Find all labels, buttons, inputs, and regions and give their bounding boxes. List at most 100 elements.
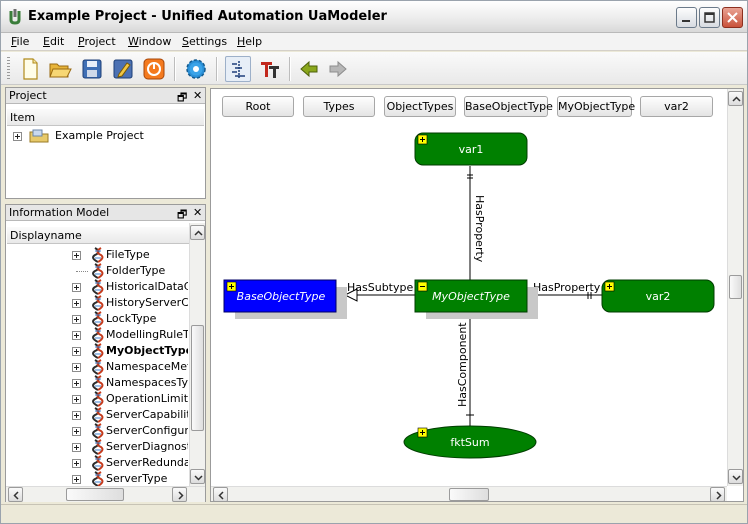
node-var1[interactable]: var1: [414, 132, 528, 166]
breadcrumb-objecttypes[interactable]: ObjectTypes: [384, 96, 456, 117]
tree-layout-button[interactable]: [225, 56, 251, 82]
tree-item[interactable]: ServerCapabiliti...: [66, 407, 188, 423]
expand-icon[interactable]: [72, 251, 81, 260]
breadcrumb-myobjecttype[interactable]: MyObjectType: [557, 96, 635, 117]
tree-item-label: ServerRedunda...: [106, 456, 188, 469]
menu-settings[interactable]: Settings: [182, 35, 227, 48]
expand-icon[interactable]: [72, 411, 81, 420]
expand-icon[interactable]: [72, 379, 81, 388]
info-panel-close-button[interactable]: ✕: [193, 206, 203, 219]
maximize-button[interactable]: [699, 7, 720, 28]
tree-item[interactable]: FolderType: [66, 263, 188, 279]
diagram-canvas[interactable]: Root Types ObjectTypes BaseObjectType My…: [210, 88, 744, 502]
node-var2[interactable]: var2: [601, 279, 715, 313]
menu-window-mnemonic: W: [128, 35, 139, 48]
node-myobjecttype[interactable]: MyObjectType: [414, 279, 538, 319]
tree-connector: [76, 271, 88, 272]
scroll-thumb[interactable]: [66, 488, 124, 501]
displayname-column-label: Displayname: [10, 229, 82, 242]
scroll-up-button[interactable]: [728, 91, 743, 106]
project-column-header[interactable]: Item: [7, 109, 204, 126]
tree-item[interactable]: ModellingRuleType: [66, 327, 188, 343]
open-button[interactable]: [47, 56, 73, 82]
power-button[interactable]: [141, 56, 167, 82]
menu-edit[interactable]: Edit: [43, 35, 64, 48]
info-horizontal-scrollbar[interactable]: [6, 486, 205, 502]
tree-item[interactable]: HistoricalDataCo...: [66, 279, 188, 295]
scroll-thumb[interactable]: [729, 275, 742, 299]
expand-icon[interactable]: [72, 315, 81, 324]
chevron-up-icon: [732, 96, 741, 102]
tree-item-label: OperationLimitsT...: [106, 392, 188, 405]
tree-item[interactable]: MyObjectType: [66, 343, 188, 359]
project-panel-restore-button[interactable]: 🗗: [177, 91, 188, 104]
diagram-horizontal-scrollbar[interactable]: [211, 486, 727, 501]
menu-window[interactable]: Window: [128, 35, 171, 48]
tree-item[interactable]: OperationLimitsT...: [66, 391, 188, 407]
menu-help[interactable]: Help: [237, 35, 262, 48]
expand-icon[interactable]: [72, 395, 81, 404]
expand-icon[interactable]: [72, 283, 81, 292]
project-panel-close-button[interactable]: ✕: [193, 89, 203, 102]
expand-icon[interactable]: [72, 475, 81, 484]
tree-item[interactable]: ServerRedunda...: [66, 455, 188, 471]
scroll-right-button[interactable]: [172, 487, 187, 502]
tree-item-example-project[interactable]: Example Project: [11, 128, 203, 144]
info-vertical-scrollbar[interactable]: [189, 223, 205, 486]
tree-item[interactable]: ServerType: [66, 471, 188, 487]
menu-project-label: roject: [84, 35, 116, 48]
node-baseobjecttype[interactable]: BaseObjectType: [223, 279, 347, 319]
expand-icon[interactable]: [72, 331, 81, 340]
back-button[interactable]: [296, 56, 322, 82]
expand-icon[interactable]: [72, 347, 81, 356]
expand-icon[interactable]: [72, 363, 81, 372]
scroll-right-button[interactable]: [710, 487, 725, 501]
toolbar-grip[interactable]: [7, 57, 10, 81]
expand-icon[interactable]: [72, 459, 81, 468]
edit-button[interactable]: [110, 56, 136, 82]
tree-item-label: ServerCapabiliti...: [106, 408, 188, 421]
menu-project[interactable]: Project: [78, 35, 116, 48]
object-type-icon: [92, 327, 104, 343]
minimize-button[interactable]: [676, 7, 697, 28]
breadcrumb-root[interactable]: Root: [222, 96, 294, 117]
info-panel-restore-button[interactable]: 🗗: [177, 208, 188, 221]
displayname-column-header[interactable]: Displayname: [7, 227, 190, 244]
menu-window-label: indow: [138, 35, 172, 48]
project-panel: Project 🗗 ✕ Item Example Project: [5, 87, 206, 199]
expand-icon[interactable]: [72, 299, 81, 308]
chevron-down-icon: [732, 475, 741, 481]
toolbar-separator: [289, 57, 291, 81]
expand-icon[interactable]: [72, 443, 81, 452]
menu-file[interactable]: File: [11, 35, 29, 48]
breadcrumb-var2[interactable]: var2: [640, 96, 713, 117]
close-window-button[interactable]: [722, 7, 743, 28]
scroll-left-button[interactable]: [213, 487, 228, 501]
forward-button[interactable]: [325, 56, 351, 82]
tree-item[interactable]: FileType: [66, 247, 188, 263]
settings-button[interactable]: [183, 56, 209, 82]
tree-item-label: FolderType: [106, 264, 166, 277]
expand-icon[interactable]: [72, 427, 81, 436]
tree-item[interactable]: NamespaceMeta...: [66, 359, 188, 375]
tree-item[interactable]: LockType: [66, 311, 188, 327]
save-button[interactable]: [79, 56, 105, 82]
scroll-up-button[interactable]: [190, 225, 205, 240]
scroll-left-button[interactable]: [8, 487, 23, 502]
scroll-down-button[interactable]: [728, 469, 743, 484]
breadcrumb-types[interactable]: Types: [303, 96, 375, 117]
tree-item[interactable]: ServerDiagnosti...: [66, 439, 188, 455]
scroll-thumb[interactable]: [191, 325, 204, 431]
diagram-vertical-scrollbar[interactable]: [727, 89, 743, 486]
tree-item[interactable]: ServerConfigura...: [66, 423, 188, 439]
tree-item[interactable]: NamespacesType: [66, 375, 188, 391]
type-tool-button[interactable]: [257, 56, 283, 82]
node-fktsum[interactable]: fktSum: [403, 425, 537, 459]
expand-icon[interactable]: [13, 132, 22, 141]
object-type-icon: [92, 343, 104, 359]
new-file-button[interactable]: [17, 56, 43, 82]
scroll-down-button[interactable]: [190, 469, 205, 484]
tree-item[interactable]: HistoryServerCa...: [66, 295, 188, 311]
scroll-thumb[interactable]: [449, 488, 489, 501]
breadcrumb-baseobjecttype[interactable]: BaseObjectType: [464, 96, 553, 117]
